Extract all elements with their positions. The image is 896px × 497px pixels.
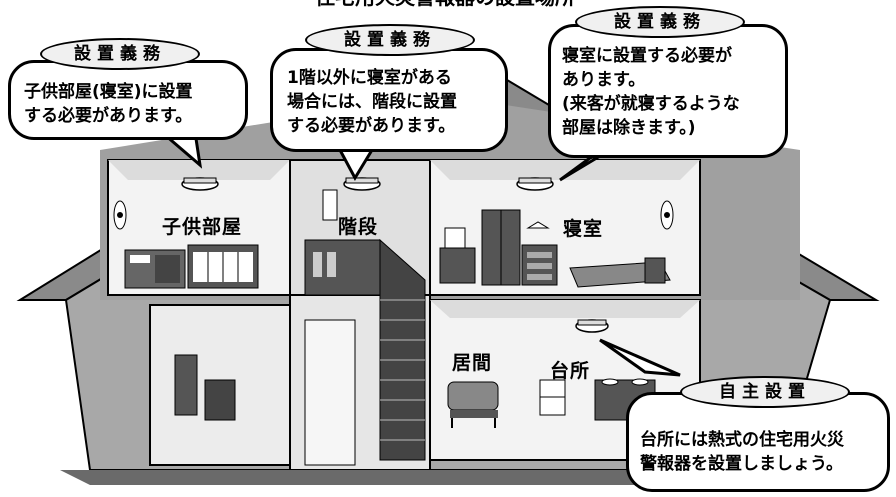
- bubble-bedroom-heading: 設置義務: [575, 6, 745, 38]
- bubble-kids-heading: 設置義務: [40, 38, 200, 70]
- smoke-alarm-icon: [516, 177, 554, 191]
- bubble-kids-text: 子供部屋(寝室)に設置 する必要があります。: [24, 82, 193, 126]
- bubble-kitchen-heading: 自主設置: [680, 376, 850, 408]
- fan-icon: [113, 200, 127, 230]
- fan-icon: [660, 200, 674, 230]
- desk-icon: [124, 244, 259, 289]
- staircase: [304, 189, 426, 466]
- room-label-stairs: 階段: [338, 216, 379, 238]
- kitchen-cabinet: [539, 379, 566, 416]
- kids-room-ceiling: [108, 160, 290, 180]
- smoke-alarm-icon: [575, 319, 609, 333]
- room-label-kitchen: 台所: [550, 360, 591, 382]
- living-ceiling: [430, 300, 700, 318]
- bubble-kitchen-text: 台所には熱式の住宅用火災 警報器を設置しましょう。: [640, 430, 844, 474]
- door-icon: [174, 354, 236, 421]
- room-label-kids: 子供部屋: [162, 216, 243, 238]
- bubble-stairs-heading: 設置義務: [305, 24, 475, 56]
- top-banner: 住宅用火災警報器の設置場所: [315, 0, 575, 9]
- smoke-alarm-icon: [343, 177, 381, 191]
- room-label-bedroom: 寝室: [563, 218, 604, 240]
- window: [322, 189, 338, 221]
- house-base: [60, 470, 810, 485]
- bubble-bedroom-text: 寝室に設置する必要が あります。 (来客が就寝するような 部屋は除きます。): [562, 46, 740, 138]
- bubble-stairs: [270, 48, 508, 152]
- smoke-alarm-icon: [181, 177, 219, 191]
- bedroom-furniture: [439, 209, 558, 286]
- bed-icon: [569, 257, 671, 288]
- sofa-icon: [447, 381, 499, 428]
- room-label-living: 居間: [452, 352, 493, 374]
- bubble-bedroom: [548, 24, 788, 158]
- bubble-stairs-text: 1階以外に寝室がある 場合には、階段に設置 する必要があります。: [287, 68, 457, 136]
- bubble-tail-kitchen: [599, 338, 681, 377]
- bedroom-ceiling: [430, 160, 700, 180]
